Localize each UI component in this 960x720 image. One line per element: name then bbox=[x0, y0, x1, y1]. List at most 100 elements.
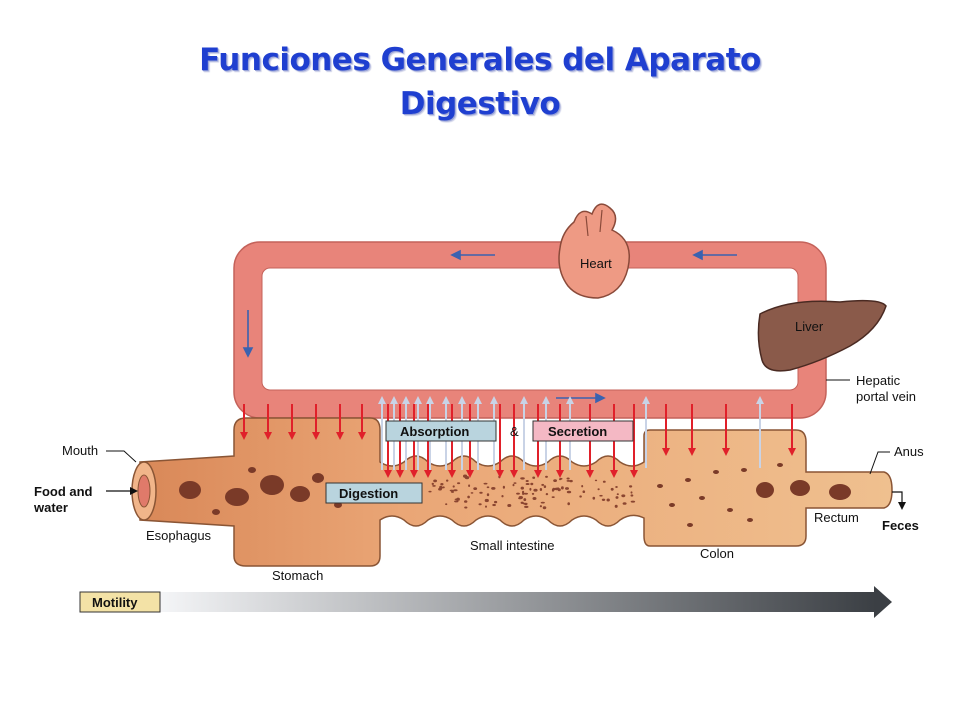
food-particle bbox=[565, 487, 569, 490]
food-particle bbox=[630, 500, 636, 503]
esophagus-label: Esophagus bbox=[146, 528, 212, 543]
liver-icon: Liver bbox=[757, 299, 887, 372]
food-particle bbox=[440, 483, 444, 486]
secretion-arrow-down bbox=[496, 404, 504, 478]
food-particle bbox=[582, 490, 586, 494]
food-particle bbox=[525, 480, 529, 482]
food-particle bbox=[567, 502, 570, 506]
food-particle bbox=[594, 479, 598, 482]
secretion-arrow-down bbox=[240, 404, 248, 440]
food-particle bbox=[539, 488, 543, 491]
food-particle bbox=[523, 498, 527, 502]
food-particle bbox=[616, 493, 619, 496]
anus-label: Anus bbox=[894, 444, 924, 459]
food-water-label-1: Food and bbox=[34, 484, 93, 499]
food-particle bbox=[566, 490, 572, 494]
food-particle bbox=[551, 496, 555, 498]
secretion-arrow-down bbox=[288, 404, 296, 440]
liver-label: Liver bbox=[795, 319, 824, 334]
food-particle bbox=[486, 486, 490, 489]
food-particle bbox=[473, 487, 478, 490]
food-particle bbox=[541, 483, 545, 486]
food-particle bbox=[512, 483, 515, 487]
food-particle bbox=[501, 495, 504, 498]
feces-label: Feces bbox=[882, 518, 919, 533]
food-particle bbox=[507, 504, 512, 507]
food-particle bbox=[597, 488, 600, 491]
food-particle bbox=[525, 483, 530, 485]
food-particle bbox=[456, 497, 460, 501]
secretion-arrow-down bbox=[336, 404, 344, 440]
absorption-arrow-up bbox=[642, 396, 650, 468]
food-particle bbox=[545, 475, 548, 478]
food-particle bbox=[561, 486, 564, 490]
food-particle bbox=[553, 479, 557, 482]
small-particles bbox=[428, 474, 636, 510]
food-particle bbox=[518, 497, 523, 500]
motility-box bbox=[79, 591, 161, 613]
food-particle bbox=[615, 496, 619, 499]
secretion-arrow-down bbox=[688, 404, 696, 456]
secretion-arrow-down bbox=[264, 404, 272, 440]
food-particle bbox=[513, 482, 517, 484]
digestion-label: Digestion bbox=[339, 486, 398, 501]
small-intestine-label: Small intestine bbox=[470, 538, 555, 553]
food-particle bbox=[601, 498, 606, 501]
food-particle bbox=[579, 495, 582, 498]
absorption-arrow-up bbox=[378, 396, 386, 470]
food-particle bbox=[449, 489, 454, 492]
food-particle bbox=[502, 485, 505, 489]
food-particle bbox=[615, 486, 618, 488]
food-particle bbox=[602, 480, 606, 483]
food-particle bbox=[522, 492, 525, 495]
food-particle bbox=[494, 500, 498, 504]
food-particle bbox=[522, 502, 527, 505]
food-particle bbox=[606, 498, 610, 502]
heart-label: Heart bbox=[580, 256, 612, 271]
food-particle bbox=[520, 486, 524, 490]
food-particle bbox=[569, 479, 573, 483]
food-particle bbox=[622, 502, 627, 505]
absorption-arrow-up bbox=[520, 396, 528, 470]
food-particle bbox=[468, 484, 471, 488]
secretion-arrow-down bbox=[510, 404, 518, 478]
food-particle bbox=[516, 492, 520, 495]
food-particle bbox=[630, 494, 634, 497]
absorption-arrow-up bbox=[756, 396, 764, 468]
motility-bar bbox=[160, 586, 892, 618]
feces-output-arrow bbox=[892, 491, 906, 510]
hepatic-label-1: Hepatic bbox=[856, 373, 901, 388]
absorption-label: Absorption bbox=[400, 424, 469, 439]
food-particle bbox=[431, 482, 434, 485]
food-particle bbox=[581, 485, 584, 488]
food-particle bbox=[523, 492, 528, 495]
blood-vessel-loop bbox=[233, 241, 827, 419]
absorption-box bbox=[385, 420, 497, 442]
ampersand-label: & bbox=[510, 424, 519, 439]
food-particle bbox=[452, 485, 455, 488]
food-particle bbox=[566, 480, 571, 482]
food-particle bbox=[629, 485, 633, 488]
blood-flow-arrows bbox=[242, 249, 737, 404]
food-particle bbox=[484, 498, 489, 503]
food-particle bbox=[566, 477, 570, 480]
food-particle bbox=[540, 501, 545, 504]
food-particle bbox=[428, 490, 432, 493]
food-particle bbox=[557, 488, 561, 492]
rectum-label: Rectum bbox=[814, 510, 859, 525]
food-particle bbox=[453, 489, 458, 492]
food-input-arrow bbox=[106, 487, 138, 495]
food-particle bbox=[630, 491, 633, 494]
food-particle bbox=[457, 482, 461, 485]
food-particle bbox=[486, 493, 490, 497]
food-particle bbox=[614, 504, 618, 508]
motility-label: Motility bbox=[92, 595, 138, 610]
food-particle bbox=[531, 492, 535, 495]
food-particle bbox=[533, 488, 538, 492]
anus-leader-line bbox=[869, 451, 890, 475]
food-particle bbox=[529, 487, 532, 491]
food-particle bbox=[532, 476, 536, 479]
food-particle bbox=[467, 495, 470, 499]
food-particle bbox=[599, 494, 603, 497]
